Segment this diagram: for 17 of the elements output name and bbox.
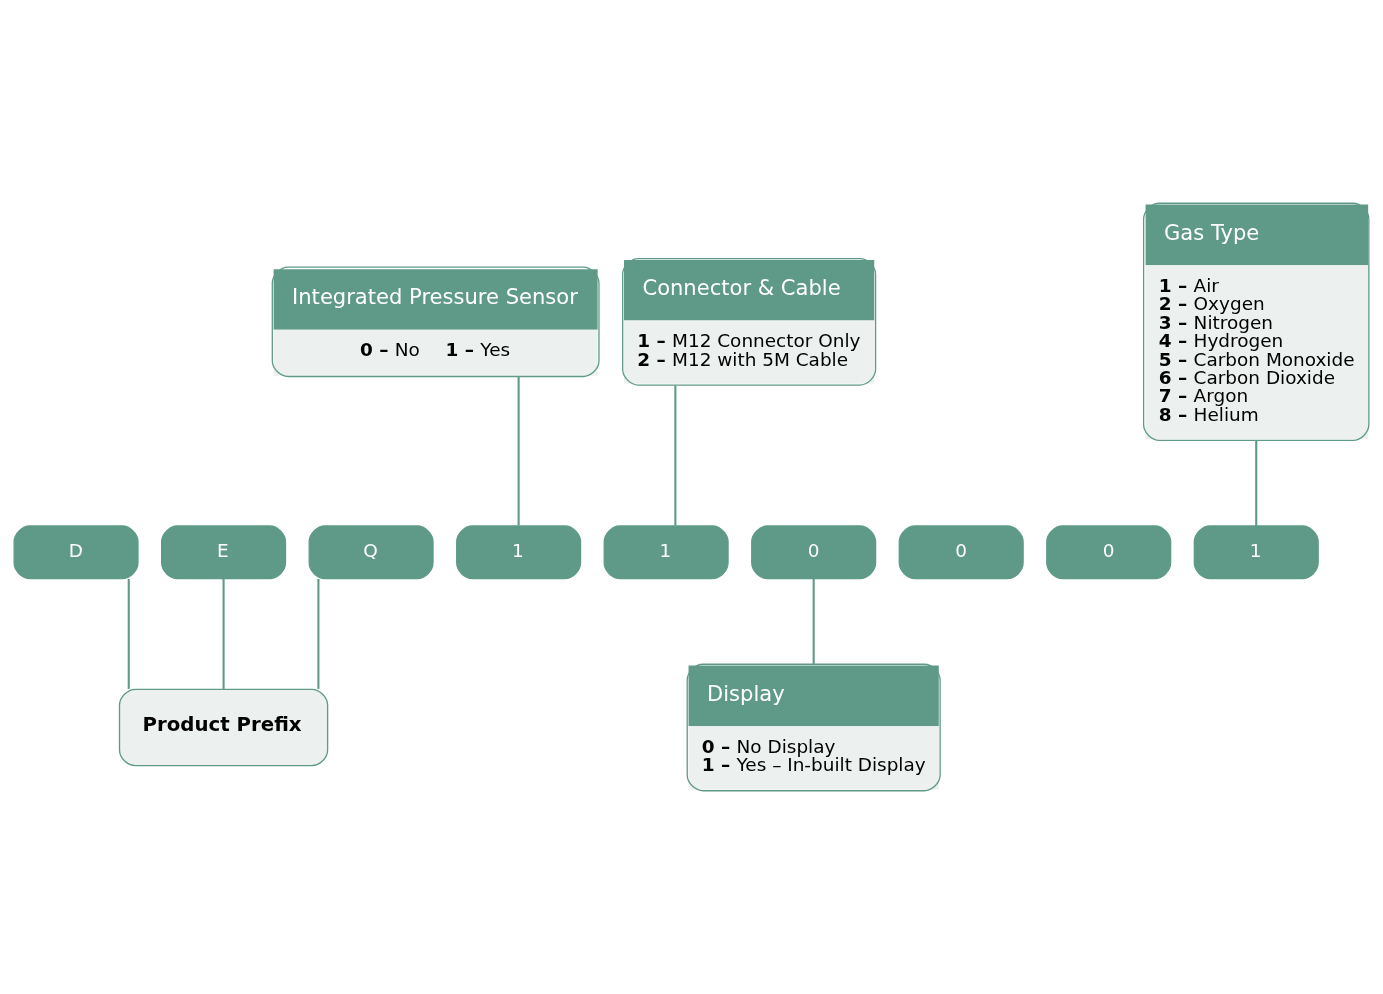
connector: [812, 578, 815, 665]
node-box: 1: [456, 525, 582, 580]
node-box: D: [13, 525, 139, 580]
connector: [674, 385, 677, 526]
node-box: 0: [1046, 525, 1172, 580]
node-box: 0: [898, 525, 1024, 580]
connector: [1255, 440, 1258, 526]
connector: [222, 578, 225, 689]
node-box: Product Prefix: [118, 688, 329, 767]
connector: [517, 377, 520, 526]
node-box: Q: [308, 525, 434, 580]
node-box: 1: [1193, 525, 1319, 580]
node-box: 1: [603, 525, 729, 580]
connector: [317, 578, 320, 689]
connector: [127, 578, 130, 689]
node-box: 0: [751, 525, 877, 580]
node-box: E: [161, 525, 287, 580]
